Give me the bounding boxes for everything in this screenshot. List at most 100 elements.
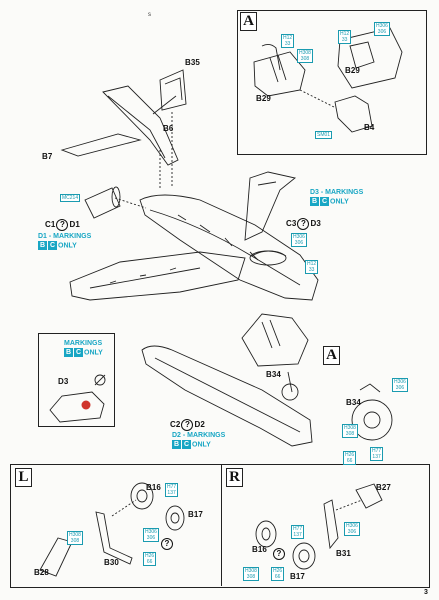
inset-frame-divider: [221, 464, 222, 586]
color-code-box: H306 306: [291, 233, 307, 247]
color-code-box: MC214: [60, 194, 81, 202]
d1-text: D1: [69, 220, 80, 230]
stabilizer-b7-drawing: [60, 133, 142, 157]
color-code-box: H306 306: [344, 522, 360, 536]
corner-mark: s: [148, 12, 151, 18]
markings-d2-title: D2 - MARKINGS: [172, 432, 226, 439]
panel-letter-a-mid: A: [323, 346, 340, 365]
color-code-box: H308 308: [342, 424, 358, 438]
wheel-b17-r-drawing: [292, 542, 316, 570]
part-label-b30: B30: [104, 558, 119, 567]
color-code-box: H77 137: [291, 525, 305, 539]
part-label-b4: B4: [364, 123, 375, 132]
tail-fin-drawing: [102, 85, 179, 166]
part-label-b16-r: B16: [252, 545, 267, 554]
question-icon: ?: [56, 219, 69, 231]
markings-mid-only: ONLY: [84, 349, 103, 357]
color-code-box: H26 66: [343, 451, 357, 465]
marking-b-badge: B: [38, 241, 47, 250]
color-code-box: H308 308: [243, 567, 259, 581]
color-code-box: H26 66: [143, 552, 157, 566]
marking-c-badge: C: [320, 197, 329, 206]
color-code-box: H306 306: [392, 378, 408, 392]
color-code-box: H306 306: [374, 22, 390, 36]
question-icon: ?: [273, 548, 285, 560]
part-label-b34-b: B34: [346, 398, 361, 407]
part-label-b28: B28: [34, 568, 49, 577]
c1-text: C1: [45, 220, 56, 230]
page-number: 3: [424, 589, 428, 596]
inset-frame-lower: [10, 464, 430, 588]
right-wing-drawing: [244, 171, 297, 241]
markings-callout-frame: [38, 333, 115, 427]
color-code-box: H77 137: [165, 483, 179, 497]
color-code-box: H12 33: [305, 260, 319, 274]
markings-d3-only: ONLY: [330, 198, 349, 206]
part-label-b17-l: B17: [188, 510, 203, 519]
part-label-b31: B31: [336, 549, 351, 558]
question-icon: ?: [181, 419, 194, 431]
part-label-d3: D3: [58, 377, 69, 386]
question-l: ?: [160, 538, 174, 550]
color-code-box: H308 308: [297, 49, 313, 63]
question-icon: ?: [297, 218, 310, 230]
color-code-box: H306 306: [143, 528, 159, 542]
marking-b-badge: B: [172, 440, 181, 449]
strut-b31-drawing: [323, 499, 339, 550]
lower-fuselage-drawing: [141, 345, 313, 447]
left-wing-drawing: [69, 251, 246, 301]
wheel-b16-r-drawing: [255, 520, 277, 548]
part-label-c3: C3?D3: [286, 218, 321, 230]
part-label-b7: B7: [42, 152, 53, 161]
d2-text: D2: [194, 420, 205, 430]
markings-d3-title: D3 - MARKINGS: [310, 189, 364, 196]
color-code-box: H12 33: [338, 30, 352, 44]
red-marker: [81, 400, 91, 410]
part-label-b27: B27: [376, 483, 391, 492]
part-label-b29-a: B29: [256, 94, 271, 103]
question-r: ?: [272, 548, 286, 560]
panel-b4-drawing: [334, 95, 373, 133]
color-code-box: H77 137: [370, 447, 384, 461]
color-code-box: H12 33: [281, 34, 295, 48]
exhaust-drawing: [84, 187, 121, 219]
wheel-b17-l-drawing: [165, 505, 185, 531]
seat-b29-drawing: [337, 27, 403, 89]
part-label-b29-b: B29: [345, 66, 360, 75]
inset-frame-a-top: [237, 10, 427, 155]
part-label-b16-l: B16: [146, 483, 161, 492]
part-label-c2: C2?D2: [170, 419, 205, 431]
stabilizer-b35-drawing: [159, 69, 187, 111]
marking-c-badge: C: [182, 440, 191, 449]
markings-d1-title: D1 - MARKINGS: [38, 233, 92, 240]
c2-text: C2: [170, 420, 181, 430]
d3-text: D3: [310, 219, 321, 229]
color-code-box: H26 66: [271, 567, 285, 581]
part-label-b17-r: B17: [290, 572, 305, 581]
panel-letter-l: L: [15, 468, 32, 487]
cockpit-insert-drawing: [241, 313, 309, 367]
strut-b30-drawing: [95, 511, 133, 565]
markings-d2-only: ONLY: [192, 441, 211, 449]
fuselage-drawing: [139, 194, 319, 301]
part-label-b35: B35: [185, 58, 200, 67]
wheel-b34-drawing: [351, 399, 393, 441]
marking-c-badge: C: [74, 348, 83, 357]
part-label-b34-a: B34: [266, 370, 281, 379]
marking-b-badge: B: [64, 348, 73, 357]
panel-letter-a-top: A: [240, 12, 257, 31]
c3-text: C3: [286, 219, 297, 229]
part-label-c1: C1?D1: [45, 219, 80, 231]
question-icon: ?: [161, 538, 173, 550]
markings-d1-only: ONLY: [58, 242, 77, 250]
marking-b-badge: B: [310, 197, 319, 206]
wheel-b16-l-drawing: [130, 482, 154, 510]
markings-mid-title: MARKINGS: [64, 340, 103, 347]
color-code-box: SM01: [315, 131, 333, 139]
part-label-b6: B6: [163, 124, 174, 133]
